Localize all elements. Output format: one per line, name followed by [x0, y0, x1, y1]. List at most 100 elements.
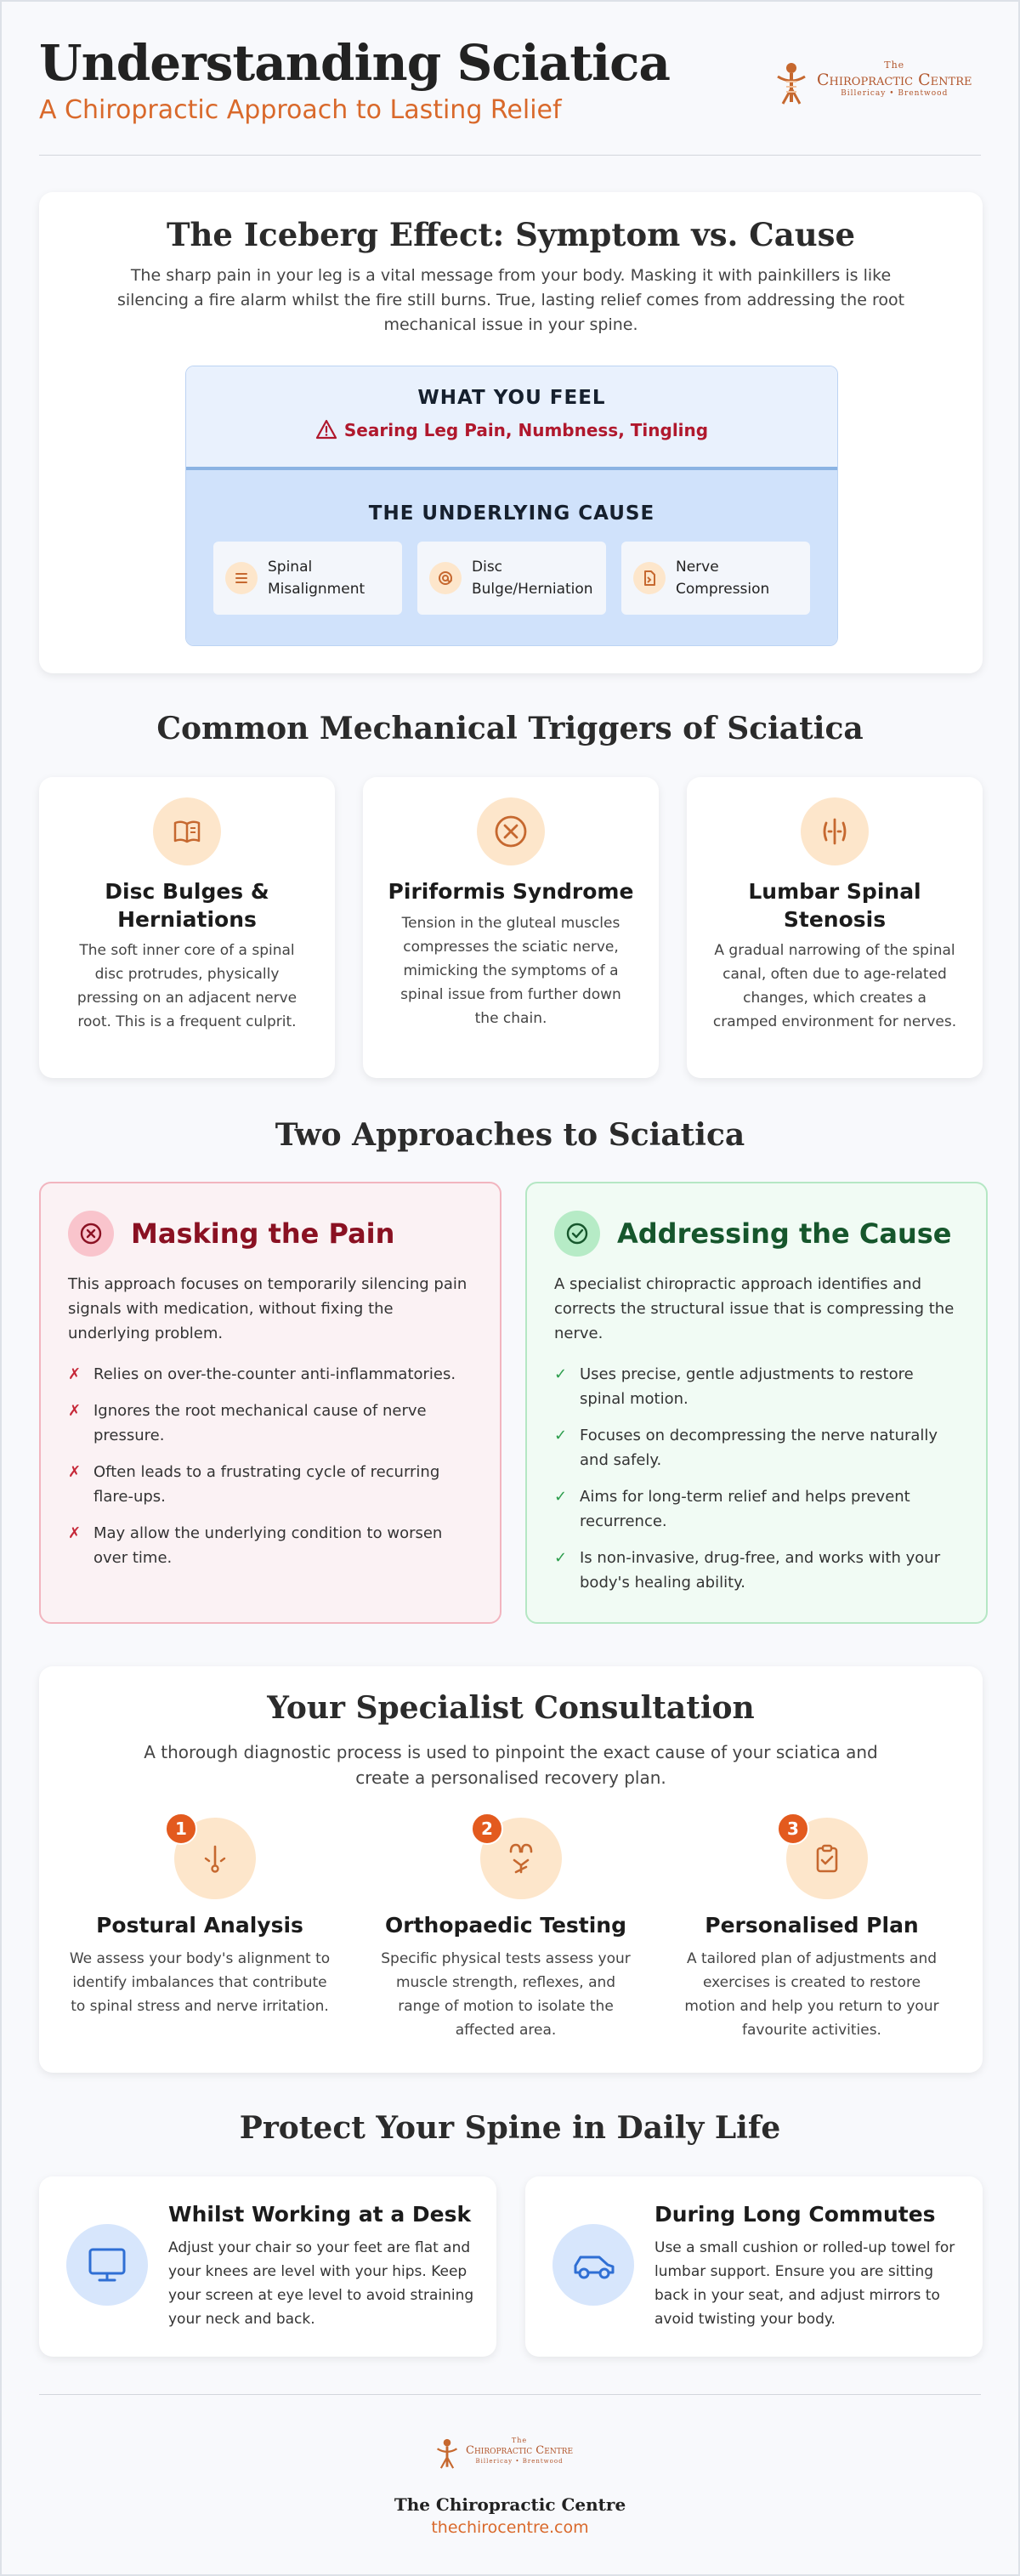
- footer-divider: [39, 2394, 981, 2395]
- footer-website-link[interactable]: thechirocentre.com: [431, 2518, 589, 2537]
- check-mark-icon: ✓: [554, 1488, 568, 1506]
- logo-name: Chiropractic Centre: [466, 2444, 574, 2457]
- book-open-icon: [153, 797, 221, 865]
- consultation-step: 1 Postural Analysis We assess your body'…: [60, 1813, 340, 2064]
- logo-name: Chiropractic Centre: [817, 71, 972, 89]
- list-item: ✗Often leads to a frustrating cycle of r…: [68, 1460, 474, 1509]
- addressing-cause-panel: Addressing the Cause A specialist chirop…: [525, 1182, 988, 1624]
- car-icon: [552, 2224, 634, 2306]
- trigger-text: A gradual narrowing of the spinal canal,…: [712, 942, 957, 1030]
- iceberg-diagram: WHAT YOU FEEL Searing Leg Pain, Numbness…: [185, 366, 838, 646]
- tip-card: During Long Commutes Use a small cushion…: [525, 2176, 983, 2357]
- trigger-title: Lumbar Spinal Stenosis: [748, 879, 921, 932]
- step-text: We assess your body's alignment to ident…: [69, 1950, 331, 2015]
- step-number-badge: 3: [777, 1813, 809, 1845]
- trigger-card: Lumbar Spinal Stenosis A gradual narrowi…: [687, 777, 983, 1078]
- consultation-step: 3 Personalised Plan A tailored plan of a…: [672, 1813, 952, 2064]
- list-item-text: May allow the underlying condition to wo…: [94, 1524, 443, 1567]
- panel-intro: This approach focuses on temporarily sil…: [68, 1275, 468, 1342]
- consultation-section: Your Specialist Consultation A thorough …: [39, 1666, 983, 2073]
- brand-logo[interactable]: The Chiropractic Centre Billericay • Bre…: [773, 60, 981, 111]
- list-item-text: Focuses on decompressing the nerve natur…: [580, 1427, 938, 1469]
- panel-title: Addressing the Cause: [617, 1217, 952, 1250]
- list-item: ✓ Focuses on decompressing the nerve natu…: [554, 1423, 960, 1472]
- cross-mark-icon: ✗: [68, 1365, 82, 1383]
- list-item: ✗ May allow the underlying condition to w…: [68, 1521, 474, 1570]
- list-item-text: Uses precise, gentle adjustments to rest…: [580, 1365, 914, 1408]
- tip-title: Whilst Working at a Desk: [168, 2202, 472, 2227]
- step-number-badge: 2: [471, 1813, 503, 1845]
- list-item-text: Ignores the root mechanical cause of ner…: [94, 1402, 427, 1444]
- cause-label-text: Disc Bulge/Herniation: [472, 559, 593, 598]
- cause-item: Nerve Compression: [621, 542, 810, 615]
- trigger-title: Disc Bulges & Herniations: [105, 879, 269, 932]
- list-item: ✗ Ignores the root mechanical cause of ne…: [68, 1399, 474, 1448]
- compress-file-icon: [633, 562, 666, 594]
- check-mark-icon: ✓: [554, 1427, 568, 1444]
- at-sign-icon: [429, 562, 462, 594]
- approaches-title: Two Approaches to Sciatica: [275, 1117, 745, 1153]
- panel-title: Masking the Pain: [131, 1217, 395, 1250]
- step-title: Personalised Plan: [705, 1913, 919, 1938]
- cause-list: Spinal Misalignment Disc Bulge/Herniatio…: [213, 542, 810, 615]
- iceberg-title: The Iceberg Effect: Symptom vs. Cause: [167, 216, 855, 253]
- list-item: ✗ Relies on over-the-counter anti-inflamm…: [68, 1362, 474, 1387]
- logo-the: The: [511, 2437, 528, 2444]
- page-header: Understanding Sciatica A Chiropractic Ap…: [39, 34, 981, 156]
- feel-label: WHAT YOU FEEL: [417, 387, 606, 409]
- trigger-text: The soft inner core of a spinal disc pro…: [76, 942, 298, 1030]
- panel-header: Addressing the Cause: [554, 1211, 951, 1257]
- trigger-card: Disc Bulges & Herniations The soft inner…: [39, 777, 335, 1078]
- consultation-title: Your Specialist Consultation: [267, 1690, 755, 1726]
- page-subtitle: A Chiropractic Approach to Lasting Relie…: [39, 95, 562, 125]
- panel-header: Masking the Pain: [68, 1211, 394, 1257]
- monitor-icon: [66, 2224, 148, 2306]
- spine-figure-icon: [777, 63, 806, 105]
- warning-triangle-icon: [315, 419, 337, 440]
- consultation-step: 2 Orthopaedic Testing Specific physical …: [366, 1813, 646, 2064]
- check-mark-icon: ✓: [554, 1365, 568, 1383]
- tip-card: Whilst Working at a Desk Adjust your cha…: [39, 2176, 496, 2357]
- cause-label-text: Spinal Misalignment: [268, 559, 366, 598]
- triggers-title: Common Mechanical Triggers of Sciatica: [156, 711, 864, 746]
- list-item-text: Is non-invasive, drug-free, and works wi…: [580, 1549, 941, 1592]
- benefit-list: ✓ Uses precise, gentle adjustments to res…: [554, 1362, 960, 1607]
- step-title: Orthopaedic Testing: [385, 1913, 626, 1938]
- protect-title: Protect Your Spine in Daily Life: [239, 2110, 781, 2146]
- panel-intro: A specialist chiropractic approach ident…: [554, 1275, 955, 1342]
- tip-text: Adjust your chair so your feet are flat …: [168, 2239, 474, 2328]
- list-item: ✓Is non-invasive, drug-free, and works w…: [554, 1546, 960, 1595]
- symptom-line: Searing Leg Pain, Numbness, Tingling: [186, 419, 837, 440]
- step-text: A tailored plan of adjustments and exerc…: [684, 1950, 939, 2039]
- symptom-text: Searing Leg Pain, Numbness, Tingling: [343, 420, 709, 440]
- list-item-text: Aims for long-term relief and helps prev…: [580, 1488, 910, 1530]
- symptom-zone: WHAT YOU FEEL Searing Leg Pain, Numbness…: [186, 366, 837, 470]
- cross-mark-icon: ✗: [68, 1524, 82, 1542]
- narrowing-icon: [801, 797, 869, 865]
- bars-icon: [225, 562, 258, 594]
- footer-logo[interactable]: The Chiropractic Centre Billericay • Bre…: [434, 2437, 586, 2474]
- circle-x-icon: [477, 797, 545, 865]
- cause-zone: THE UNDERLYING CAUSE Spinal Misalignment…: [186, 470, 837, 645]
- trigger-text: Tension in the gluteal muscles compresse…: [400, 915, 621, 1027]
- cause-item: Spinal Misalignment: [213, 542, 402, 615]
- step-text: Specific physical tests assess your musc…: [381, 1950, 631, 2039]
- list-item-text: Relies on over-the-counter anti-inflamma…: [94, 1365, 456, 1383]
- step-number-badge: 1: [165, 1813, 197, 1845]
- circle-check-icon: [554, 1211, 600, 1257]
- cause-label-text: Nerve Compression: [676, 559, 770, 598]
- trigger-card: Piriformis Syndrome Tension in the glute…: [363, 777, 659, 1078]
- step-title: Postural Analysis: [96, 1913, 303, 1938]
- spine-figure-icon: [437, 2438, 457, 2469]
- cause-label: THE UNDERLYING CAUSE: [368, 502, 655, 525]
- footer-clinic-name: The Chiropractic Centre: [394, 2494, 626, 2515]
- list-item: ✓ Uses precise, gentle adjustments to res…: [554, 1362, 960, 1411]
- trigger-title: Piriformis Syndrome: [388, 879, 634, 904]
- logo-locations: Billericay • Brentwood: [841, 89, 949, 98]
- logo-wordmark: The Chiropractic Centre Billericay • Bre…: [466, 2437, 573, 2465]
- consultation-intro: A thorough diagnostic process is used to…: [144, 1742, 878, 1788]
- cross-mark-icon: ✗: [68, 1402, 82, 1420]
- masking-pain-panel: Masking the Pain This approach focuses o…: [39, 1182, 502, 1624]
- logo-the: The: [884, 60, 905, 71]
